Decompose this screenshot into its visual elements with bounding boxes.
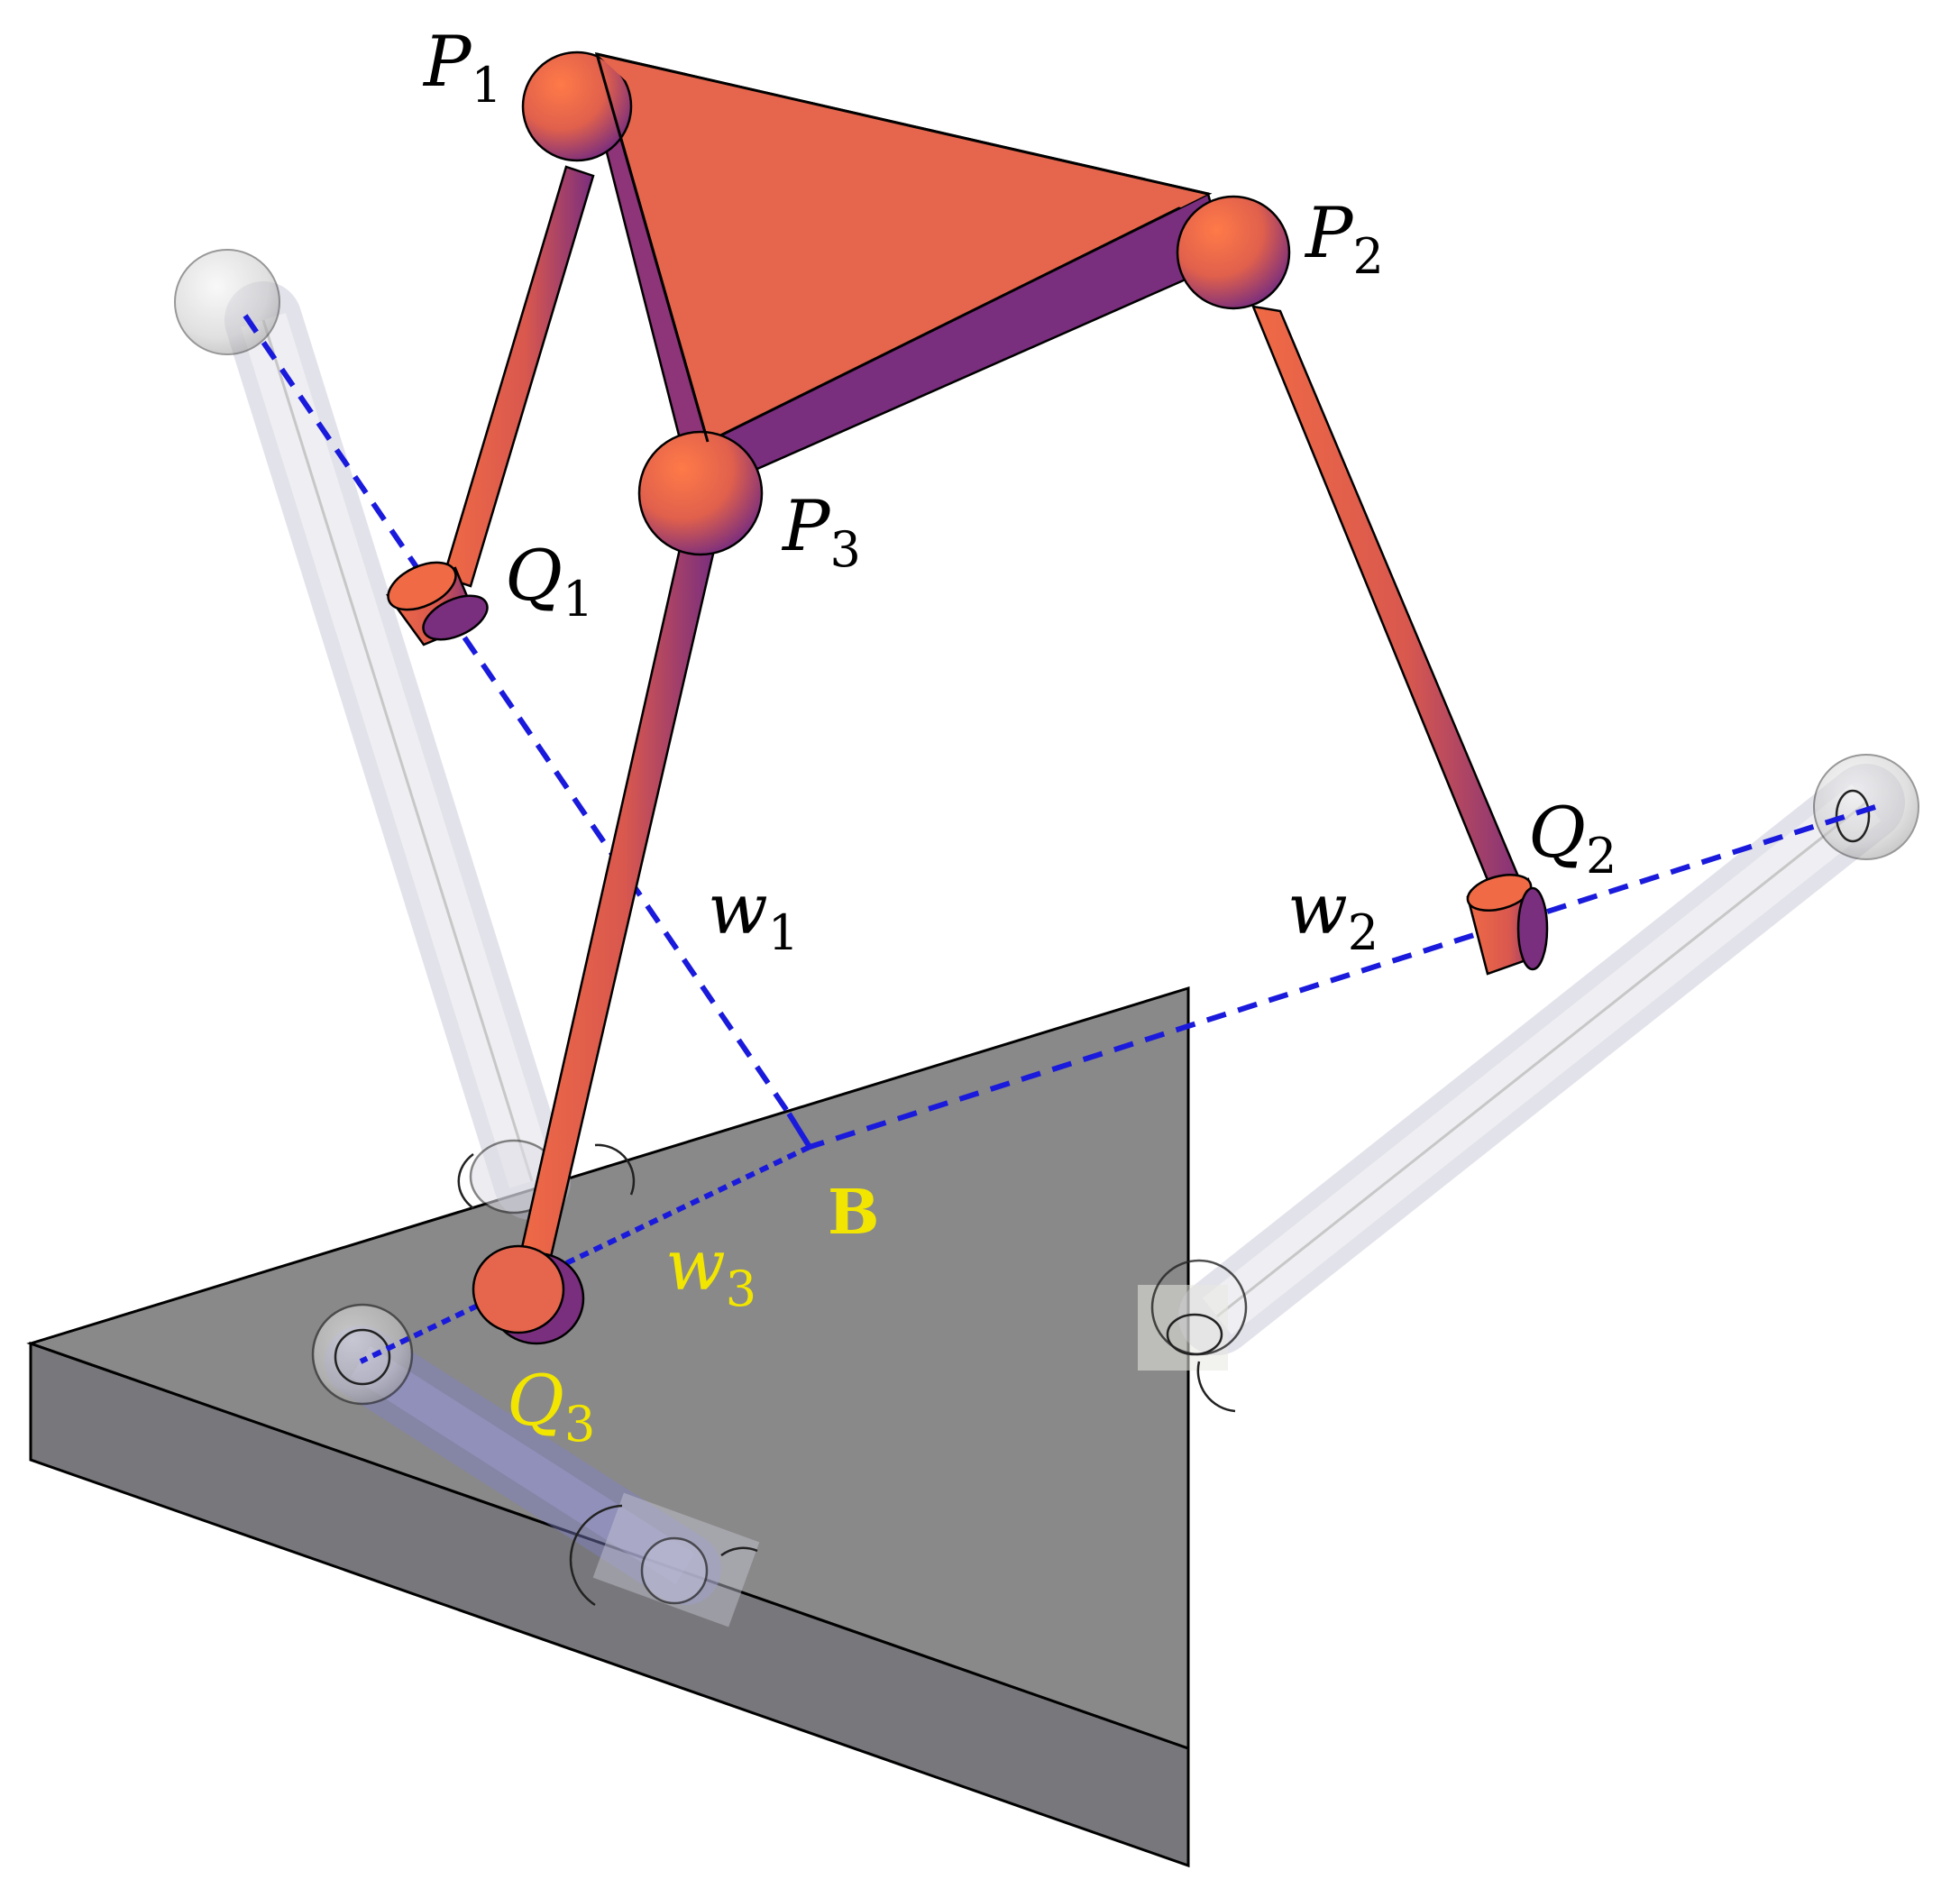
joint-p3-ball <box>637 430 764 556</box>
ghost-joint-bottom <box>311 1303 760 1628</box>
platform-top-face-overlap <box>597 54 1208 207</box>
label-w2: w2 <box>1287 869 1378 961</box>
ghost-joint-right <box>1138 754 1919 1413</box>
dashed-lines <box>243 314 1876 1364</box>
label-p2: P2 <box>1304 193 1384 285</box>
ghost-ball-bottom <box>311 1303 414 1406</box>
base-platform <box>26 986 1190 1868</box>
w2-dashed-line <box>809 804 1876 1150</box>
ghost-link-left <box>224 281 571 1220</box>
w3-dashed-line <box>359 1144 811 1364</box>
ghost-ball-left <box>174 249 280 355</box>
label-p3: P3 <box>781 486 861 578</box>
ghost-link-right <box>1178 764 1905 1355</box>
leg-1 <box>442 165 595 588</box>
joint-q3 <box>472 1244 585 1345</box>
label-q1: Q1 <box>505 536 593 628</box>
joint-q2 <box>1466 874 1549 976</box>
joint-q1 <box>386 561 489 646</box>
label-w1: w1 <box>708 869 799 961</box>
leg-2 <box>1250 305 1534 921</box>
ghost-link-bottom <box>325 1325 721 1605</box>
label-b: B <box>828 1177 879 1249</box>
joint-p2-ball <box>1176 195 1291 310</box>
label-p1: P1 <box>422 22 502 114</box>
ghost-ball-right <box>1813 754 1919 860</box>
b-perpendicular-mark <box>786 1112 812 1149</box>
label-w3: w3 <box>665 1225 756 1317</box>
label-q3: Q3 <box>507 1361 595 1453</box>
label-q2: Q2 <box>1528 793 1617 885</box>
